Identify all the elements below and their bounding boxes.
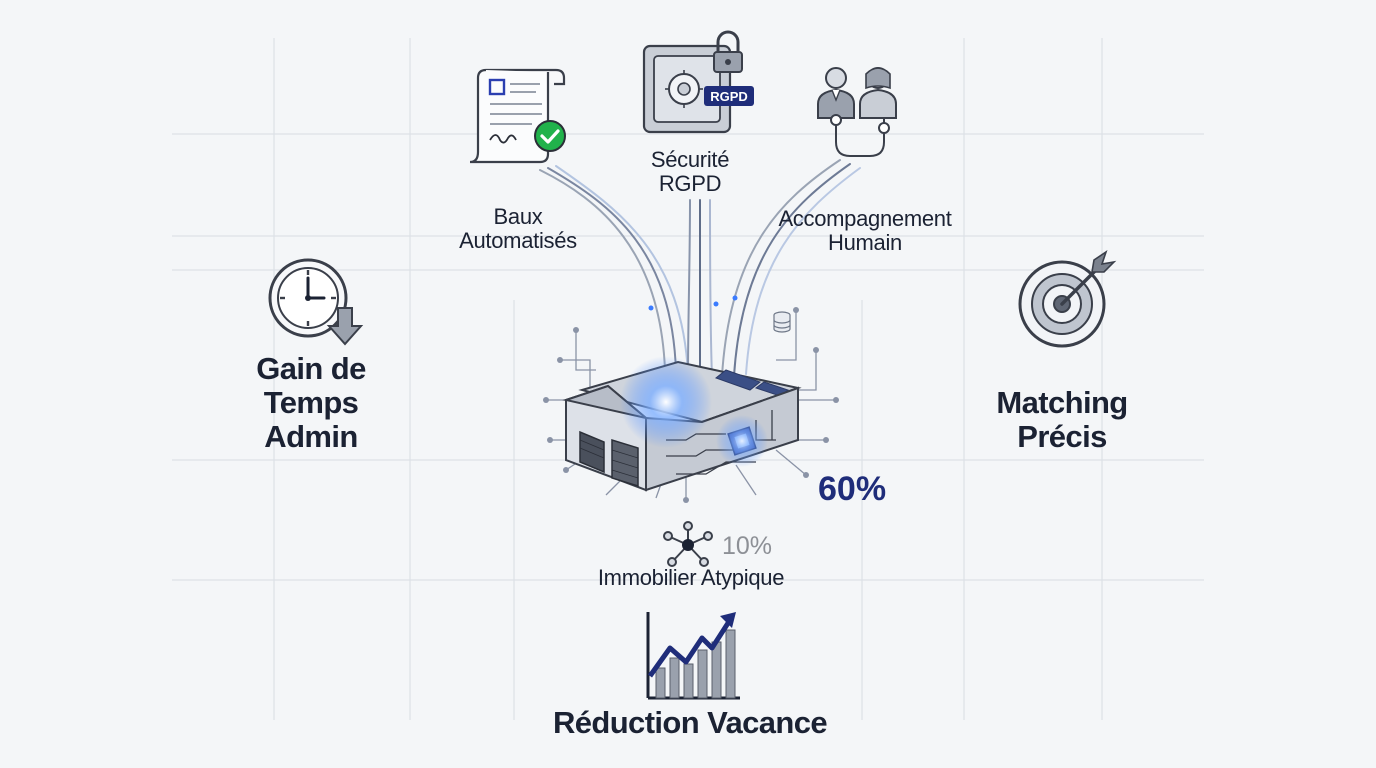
gain-temps-admin-label: Gain de Temps Admin: [236, 351, 386, 455]
securite-rgpd-label: Sécurité RGPD: [620, 147, 760, 197]
clock-down-icon: [268, 258, 364, 346]
securite-line1: Sécurité: [650, 147, 730, 172]
growth-chart-icon: [646, 612, 740, 700]
rgpd-badge: RGPD: [710, 89, 748, 104]
baux-line1: Baux: [493, 204, 543, 229]
accompagnement-line2: Humain: [827, 230, 902, 256]
document-check-icon: [469, 68, 566, 164]
gain-line2: Temps: [263, 385, 359, 421]
smart-warehouse-icon: [543, 307, 839, 503]
matching-line2: Précis: [1017, 419, 1107, 455]
securite-line2: RGPD: [658, 171, 722, 197]
immobilier-stat: 10%: [722, 532, 773, 560]
gain-line3: Admin: [264, 419, 358, 455]
gain-line1: Gain de: [256, 351, 366, 386]
baux-line2: Automatisés: [459, 228, 577, 254]
matching-precis-label: Matching Précis: [972, 385, 1152, 455]
people-icon: [817, 67, 897, 157]
reduction-vacance-label: Réduction Vacance: [552, 705, 828, 740]
accompagnement-humain-label: Accompagnement Humain: [760, 206, 970, 256]
target-icon: [1018, 250, 1117, 348]
network-icon: [663, 521, 713, 567]
accompagnement-line1: Accompagnement: [778, 206, 952, 231]
matching-line1: Matching: [996, 385, 1128, 420]
baux-automatises-label: Baux Automatisés: [448, 204, 588, 254]
central-stat: 60%: [818, 470, 887, 508]
safe-lock-icon: RGPD: [642, 30, 754, 134]
immobilier-atypique-label: Immobilier Atypique: [597, 565, 785, 590]
